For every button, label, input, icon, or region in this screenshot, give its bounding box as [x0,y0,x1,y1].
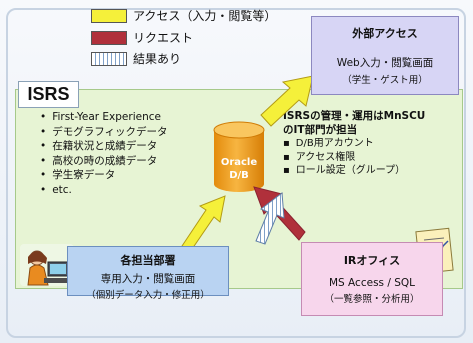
ir-office-line2: （一覧参照・分析用） [324,294,420,305]
legend-access-label: アクセス（入力・閲覧等） [133,9,277,23]
departments-line2: （個別データ入力・修正用） [86,290,210,301]
management-panel: ISRSの管理・運用はMnSCU のIT部門が担当 D/B用アカウント アクセス… [283,110,425,178]
external-access-line1: Web入力・閲覧画面 [336,57,434,69]
ir-office-title: IRオフィス [343,254,401,267]
data-list-item: 学生寮データ [40,168,168,183]
management-item: D/B用アカウント [283,137,425,151]
legend-request-label: リクエスト [133,31,194,45]
legend-request-swatch [91,31,127,45]
legend-result-swatch [91,52,127,66]
management-header-line1: ISRSの管理・運用はMnSCU [283,110,426,122]
management-header-line2: のIT部門が担当 [283,123,358,136]
data-list-item: 高校の時の成績データ [40,154,168,169]
departments-line1: 専用入力・閲覧画面 [100,273,196,285]
management-item: アクセス権限 [283,151,425,165]
external-access-title: 外部アクセス [352,27,418,40]
legend-request: リクエスト [91,31,193,45]
departments-title: 各担当部署 [120,254,176,267]
data-list-item: 在籍状況と成績データ [40,139,168,154]
ir-office-line1: MS Access / SQL [329,277,415,289]
legend-access-swatch [91,9,127,23]
data-list-item: デモグラフィックデータ [40,125,167,140]
external-access-box: 外部アクセス Web入力・閲覧画面 （学生・ゲスト用） [311,16,459,95]
ir-office-box: IRオフィス MS Access / SQL （一覧参照・分析用） [301,242,443,316]
external-access-line2: （学生・ゲスト用） [342,75,428,86]
legend-result-label: 結果あり [133,52,182,66]
legend-result: 結果あり [91,52,181,66]
management-item: ロール設定（グループ） [283,164,425,178]
database-line2: D/B [229,170,249,181]
isrs-label: ISRS [18,81,79,108]
data-list: First-Year Experience デモグラフィックデータ 在籍状況と成… [40,110,168,198]
data-list-item: First-Year Experience [40,110,168,125]
slide-frame [6,8,466,338]
departments-box: 各担当部署 専用入力・閲覧画面 （個別データ入力・修正用） [67,246,229,301]
management-list: D/B用アカウント アクセス権限 ロール設定（グループ） [283,137,425,178]
data-list-item: etc. [40,183,168,198]
database-line1: Oracle [220,157,258,168]
legend-access: アクセス（入力・閲覧等） [91,9,276,23]
